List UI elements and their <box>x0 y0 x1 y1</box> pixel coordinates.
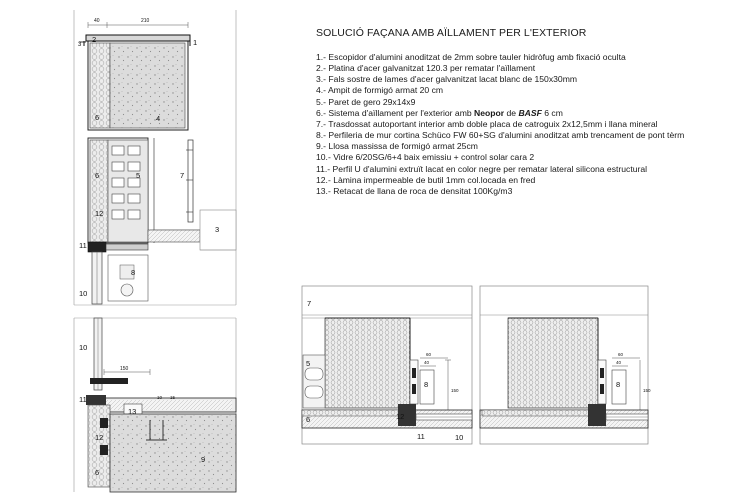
legend-item: 10.- Vidre 6/20SG/6+4 baix emissiu + con… <box>316 152 535 163</box>
pl-callout-12: 12 <box>396 412 404 421</box>
dim-10: 10 <box>157 395 163 400</box>
vertical-section <box>73 10 237 493</box>
legend-item: 2.- Platina d'acer galvanitzat 120.3 per… <box>316 63 536 74</box>
callout-10-low: 10 <box>79 343 87 352</box>
pl-callout-6: 6 <box>306 415 310 424</box>
pl-dim-60: 60 <box>426 352 432 357</box>
pl-dim-40: 40 <box>424 360 430 365</box>
legend-item: 11.- Perfil U d'alumini extruït lacat en… <box>316 163 648 174</box>
legend-item: 3.- Fals sostre de lames d'acer galvanit… <box>316 74 578 85</box>
dim-150: 150 <box>120 366 129 372</box>
callout-6-low: 6 <box>95 468 99 477</box>
callout-8: 8 <box>131 268 135 277</box>
callout-6-mid: 6 <box>95 171 99 180</box>
callout-2: 2 <box>92 35 96 44</box>
callout-12-mid: 12 <box>95 209 103 218</box>
callout-3: 3 <box>78 42 82 48</box>
callout-1: 1 <box>193 38 197 47</box>
pl-callout-5: 5 <box>306 359 310 368</box>
callout-11-top: 11 <box>79 241 87 250</box>
legend-item: 12.- Làmina impermeable de butil 1mm col… <box>316 174 536 185</box>
callout-5: 5 <box>136 171 140 180</box>
pr-callout-8: 8 <box>616 380 620 389</box>
pr-dim-150: 150 <box>643 388 651 393</box>
pr-dim-60: 60 <box>618 352 624 357</box>
dim-15: 15 <box>170 395 176 400</box>
legend-item: 1.- Escopidor d'alumini anoditzat de 2mm… <box>316 52 626 62</box>
pl-dim-150: 150 <box>451 388 459 393</box>
callout-7: 7 <box>180 171 184 180</box>
pl-callout-8: 8 <box>424 380 428 389</box>
legend-item: 4.- Ampit de formigó armat 20 cm <box>316 85 444 96</box>
legend-item: 7.- Trasdossat autoportant interior amb … <box>316 118 658 129</box>
legend-item: 9.- Llosa massissa de formigó armat 25cm <box>316 141 478 152</box>
sheet-title: SOLUCIÓ FAÇANA AMB AÏLLAMENT PER L'EXTER… <box>316 27 587 39</box>
dim-210: 210 <box>141 18 150 24</box>
callout-11-low: 11 <box>79 395 87 404</box>
legend-item: 6.- Sistema d'aïllament per l'exterior a… <box>316 107 563 118</box>
plan-detail-left <box>301 285 473 445</box>
callout-3-right: 3 <box>215 225 219 234</box>
callout-10-top: 10 <box>79 289 87 298</box>
callout-4: 4 <box>156 114 160 123</box>
callout-9: 9 <box>201 455 205 464</box>
callout-13: 13 <box>128 407 136 416</box>
pl-callout-10: 10 <box>455 433 463 442</box>
legend-item: 13.- Retacat de llana de roca de densita… <box>316 185 513 196</box>
legend-item: 5.- Paret de gero 29x14x9 <box>316 96 416 107</box>
pr-dim-40: 40 <box>616 360 622 365</box>
callout-6-top: 6 <box>95 113 99 122</box>
legend-item: 8.- Perfileria de mur cortina Schüco FW … <box>316 130 685 141</box>
legend-list: 1.- Escopidor d'alumini anoditzat de 2mm… <box>316 52 684 197</box>
callout-12-low: 12 <box>95 433 103 442</box>
pl-callout-7: 7 <box>307 299 311 308</box>
dim-40: 40 <box>94 18 100 24</box>
pl-callout-11: 11 <box>417 432 425 441</box>
plan-detail-right <box>479 285 649 445</box>
